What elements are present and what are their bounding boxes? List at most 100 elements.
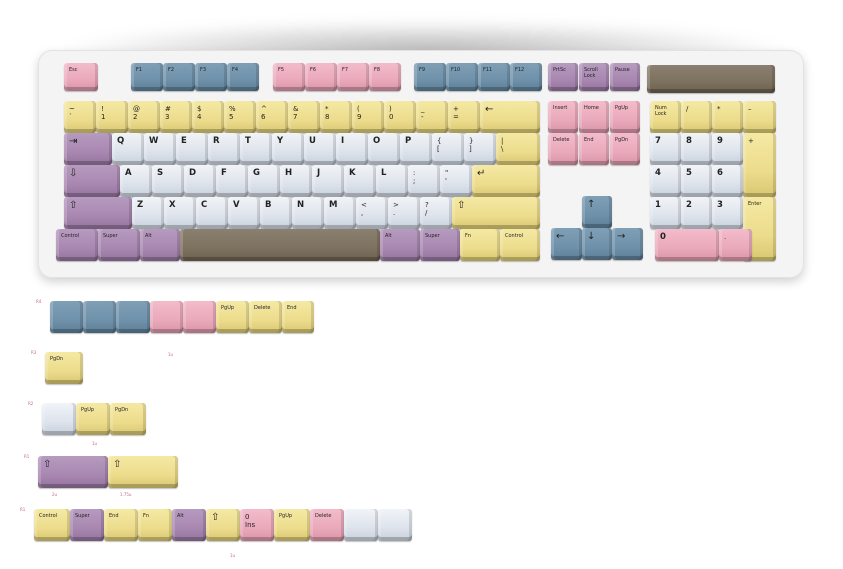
key-?-/[interactable]: ? /: [420, 197, 452, 229]
key-#-3[interactable]: # 3: [160, 101, 192, 133]
key-8[interactable]: 8: [681, 133, 712, 165]
key-⇩[interactable]: ⇩: [64, 165, 120, 197]
extra-keycap-⇧[interactable]: ⇧: [108, 456, 178, 488]
extra-keycap-pgdn[interactable]: PgDn: [45, 352, 83, 384]
key-⇧[interactable]: ⇧: [64, 197, 132, 229]
key-←[interactable]: ←: [480, 101, 540, 133]
key-↑[interactable]: ↑: [582, 196, 612, 228]
extra-keycap-pgup[interactable]: PgUp: [76, 403, 110, 435]
key-←[interactable]: ←: [551, 228, 582, 260]
key-@-2[interactable]: @ 2: [128, 101, 160, 133]
extra-keycap-pgup[interactable]: PgUp: [216, 301, 249, 333]
extra-keycap-blank[interactable]: [378, 509, 412, 541]
key-f12[interactable]: F12: [510, 63, 542, 91]
key-"-'[interactable]: " ': [440, 165, 472, 197]
key-d[interactable]: D: [184, 165, 216, 197]
key-{-[[interactable]: { [: [432, 133, 464, 165]
key-r[interactable]: R: [208, 133, 240, 165]
extra-keycap-end[interactable]: End: [104, 509, 138, 541]
key-alt[interactable]: Alt: [140, 229, 180, 261]
extra-keycap-super[interactable]: Super: [70, 509, 104, 541]
key-–[interactable]: –: [743, 101, 776, 133]
key-num-lock[interactable]: Num Lock: [650, 101, 681, 133]
key-$-4[interactable]: $ 4: [192, 101, 224, 133]
key-q[interactable]: Q: [112, 133, 144, 165]
key-⇥[interactable]: ⇥: [64, 133, 112, 165]
key-/[interactable]: /: [681, 101, 712, 133]
key-2[interactable]: 2: [681, 197, 712, 229]
key-c[interactable]: C: [196, 197, 228, 229]
extra-keycap-delete[interactable]: Delete: [249, 301, 282, 333]
key-n[interactable]: N: [292, 197, 324, 229]
key-|-\[interactable]: | \: [496, 133, 540, 165]
key-l[interactable]: L: [376, 165, 408, 197]
key-h[interactable]: H: [280, 165, 312, 197]
key-6[interactable]: 6: [712, 165, 743, 197]
key-9[interactable]: 9: [712, 133, 743, 165]
key-:-;[interactable]: : ;: [408, 165, 440, 197]
key-f11[interactable]: F11: [478, 63, 510, 91]
key-<-,[interactable]: < ,: [356, 197, 388, 229]
key-f5[interactable]: F5: [273, 63, 305, 91]
extra-keycap-pgdn[interactable]: PgDn: [110, 403, 146, 435]
key-↵[interactable]: ↵: [472, 165, 540, 197]
key-.[interactable]: .: [719, 229, 752, 261]
key-⇧[interactable]: ⇧: [452, 197, 540, 229]
key-f8[interactable]: F8: [369, 63, 401, 91]
key-insert[interactable]: Insert: [548, 101, 578, 133]
key-alt[interactable]: Alt: [380, 229, 420, 261]
key-pgup[interactable]: PgUp: [610, 101, 640, 133]
key-v[interactable]: V: [228, 197, 260, 229]
key-y[interactable]: Y: [272, 133, 304, 165]
key->-.[interactable]: > .: [388, 197, 420, 229]
key-)-0[interactable]: ) 0: [384, 101, 416, 133]
key-~-`[interactable]: ~ `: [64, 101, 96, 133]
key-a[interactable]: A: [120, 165, 152, 197]
key-}-][interactable]: } ]: [464, 133, 496, 165]
key-&-7[interactable]: & 7: [288, 101, 320, 133]
extra-keycap-blank[interactable]: [50, 301, 83, 333]
key-z[interactable]: Z: [132, 197, 164, 229]
key-f1[interactable]: F1: [131, 63, 163, 91]
key-!-1[interactable]: ! 1: [96, 101, 128, 133]
key-s[interactable]: S: [152, 165, 184, 197]
key-f[interactable]: F: [216, 165, 248, 197]
key-b[interactable]: B: [260, 197, 292, 229]
key-f7[interactable]: F7: [337, 63, 369, 91]
key-1[interactable]: 1: [650, 197, 681, 229]
key-g[interactable]: G: [248, 165, 280, 197]
key-control[interactable]: Control: [56, 229, 98, 261]
key-3[interactable]: 3: [712, 197, 743, 229]
key-w[interactable]: W: [144, 133, 176, 165]
key-(-9[interactable]: ( 9: [352, 101, 384, 133]
key-u[interactable]: U: [304, 133, 336, 165]
key-control[interactable]: Control: [500, 229, 540, 261]
key-k[interactable]: K: [344, 165, 376, 197]
extra-keycap-alt[interactable]: Alt: [172, 509, 206, 541]
extra-keycap-blank[interactable]: [150, 301, 183, 333]
key-fn[interactable]: Fn: [460, 229, 500, 261]
key-super[interactable]: Super: [98, 229, 140, 261]
key-end[interactable]: End: [579, 133, 609, 165]
key-f4[interactable]: F4: [227, 63, 259, 91]
key-blank[interactable]: [647, 65, 775, 93]
key-+[interactable]: +: [743, 133, 776, 197]
key-i[interactable]: I: [336, 133, 368, 165]
key-t[interactable]: T: [240, 133, 272, 165]
key-delete[interactable]: Delete: [548, 133, 578, 165]
key-pause[interactable]: Pause: [610, 63, 640, 91]
key-^-6[interactable]: ^ 6: [256, 101, 288, 133]
extra-keycap-⇧[interactable]: ⇧: [206, 509, 240, 541]
key-super[interactable]: Super: [420, 229, 460, 261]
key-↓[interactable]: ↓: [582, 228, 612, 260]
key-pgdn[interactable]: PgDn: [610, 133, 640, 165]
extra-keycap-end[interactable]: End: [282, 301, 314, 333]
key-f9[interactable]: F9: [414, 63, 446, 91]
extra-keycap-⇧[interactable]: ⇧: [38, 456, 108, 488]
key-7[interactable]: 7: [650, 133, 681, 165]
key-m[interactable]: M: [324, 197, 356, 229]
key-blank[interactable]: [180, 229, 380, 261]
key-o[interactable]: O: [368, 133, 400, 165]
extra-keycap-delete[interactable]: Delete: [310, 509, 344, 541]
key-f6[interactable]: F6: [305, 63, 337, 91]
